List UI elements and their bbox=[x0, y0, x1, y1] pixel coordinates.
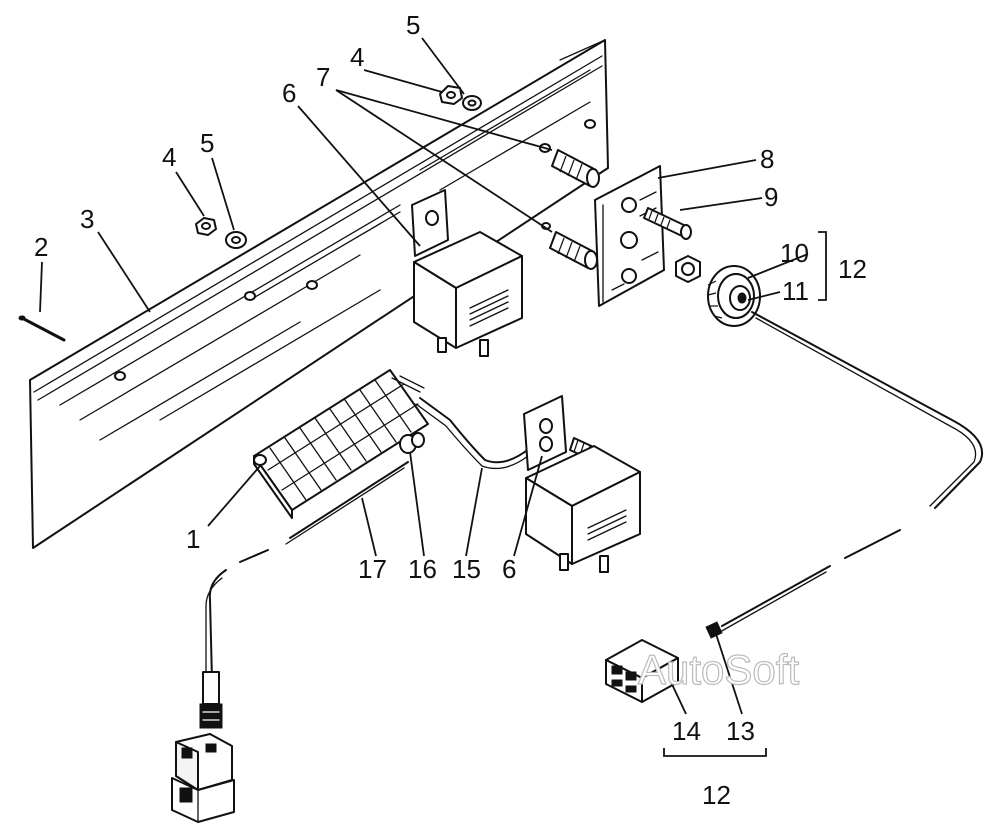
callout-7: 7 bbox=[316, 62, 330, 92]
callout-8: 8 bbox=[760, 144, 774, 174]
washer-left bbox=[225, 231, 247, 249]
switch-nut bbox=[675, 255, 701, 283]
switch-wire bbox=[719, 311, 983, 633]
pin bbox=[18, 315, 66, 342]
spacer-lower bbox=[549, 231, 598, 270]
spacer-upper bbox=[551, 149, 600, 188]
callout-2: 2 bbox=[34, 232, 48, 262]
callout-15: 15 bbox=[452, 554, 481, 584]
bracket-plate bbox=[594, 165, 665, 307]
callout-14: 14 bbox=[672, 716, 701, 746]
callout-5: 5 bbox=[406, 10, 420, 40]
callout-1: 1 bbox=[186, 524, 200, 554]
switch-body bbox=[707, 265, 761, 327]
plug-connector bbox=[171, 671, 235, 823]
callout-11: 11 bbox=[782, 276, 809, 306]
callout-labels: 2 3 4 5 4 5 6 7 8 9 10 11 12 1 17 16 15 … bbox=[34, 10, 867, 810]
fuse-block bbox=[253, 369, 429, 519]
callout-12: 12 bbox=[702, 780, 731, 810]
relay-upper bbox=[411, 189, 523, 357]
nut-top bbox=[439, 85, 463, 105]
callout-4: 4 bbox=[162, 142, 176, 172]
wire-to-plug bbox=[205, 461, 409, 681]
callout-10: 10 bbox=[780, 238, 809, 268]
watermark: AutoSoft bbox=[638, 646, 799, 693]
callout-16: 16 bbox=[408, 554, 437, 584]
leader-lines bbox=[39, 37, 827, 757]
callout-4: 4 bbox=[350, 42, 364, 72]
callout-3: 3 bbox=[80, 204, 94, 234]
callout-13: 13 bbox=[726, 716, 755, 746]
callout-9: 9 bbox=[764, 182, 778, 212]
callout-5: 5 bbox=[200, 128, 214, 158]
callout-6: 6 bbox=[282, 78, 296, 108]
wire-terminal bbox=[705, 621, 723, 639]
callout-6: 6 bbox=[502, 554, 516, 584]
wire-to-relay bbox=[415, 397, 531, 470]
callout-12: 12 bbox=[838, 254, 867, 284]
callout-17: 17 bbox=[358, 554, 387, 584]
mounting-panel bbox=[29, 39, 609, 549]
nut-left bbox=[195, 217, 217, 236]
relay-lower bbox=[523, 395, 641, 573]
connector-block bbox=[605, 639, 679, 703]
screw bbox=[643, 207, 692, 240]
washer-top bbox=[462, 95, 482, 111]
